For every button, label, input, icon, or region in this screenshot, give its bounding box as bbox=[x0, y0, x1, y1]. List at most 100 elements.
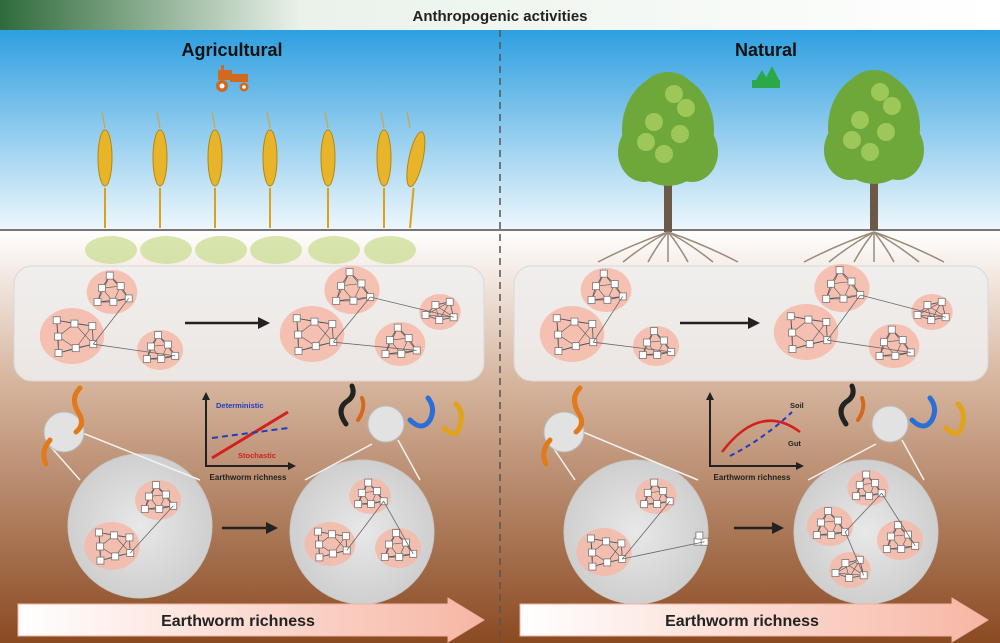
network-node bbox=[886, 532, 895, 541]
network-node bbox=[822, 294, 831, 303]
earthworms bbox=[41, 383, 966, 467]
network-node bbox=[887, 325, 896, 334]
wheat-crops bbox=[85, 111, 426, 264]
network-node bbox=[824, 507, 832, 516]
network-node bbox=[659, 336, 668, 345]
network-node bbox=[650, 327, 658, 336]
network-node bbox=[384, 540, 393, 549]
network-module bbox=[279, 306, 345, 362]
network-node bbox=[610, 280, 619, 288]
network-module bbox=[137, 330, 183, 370]
network-node bbox=[640, 500, 649, 509]
network-node bbox=[314, 527, 322, 536]
network-node bbox=[788, 328, 797, 337]
network-node bbox=[617, 539, 626, 548]
network-node bbox=[380, 553, 389, 561]
network-node bbox=[822, 318, 831, 326]
network-node bbox=[552, 314, 561, 323]
agri-network-arrow bbox=[185, 317, 270, 329]
network-node bbox=[927, 316, 936, 324]
networks bbox=[39, 264, 953, 588]
network-node bbox=[126, 549, 135, 557]
network-node bbox=[592, 282, 600, 291]
network-module bbox=[580, 268, 632, 312]
network-module bbox=[633, 326, 679, 366]
network-node bbox=[386, 336, 394, 345]
wheat-plant bbox=[406, 111, 426, 229]
network-node bbox=[54, 349, 63, 357]
wheat-plant bbox=[250, 111, 302, 264]
network-link bbox=[92, 298, 130, 345]
network-node bbox=[695, 531, 704, 540]
network-node bbox=[839, 294, 848, 303]
wheat-roots bbox=[140, 236, 192, 264]
network-node bbox=[871, 479, 880, 488]
network-node bbox=[827, 279, 835, 288]
network-module bbox=[304, 522, 356, 566]
deterministic-label: Deterministic bbox=[216, 401, 264, 410]
network-node bbox=[880, 338, 888, 347]
network-link bbox=[860, 294, 946, 318]
network-node bbox=[367, 500, 375, 508]
network-module bbox=[576, 528, 632, 576]
network-link bbox=[881, 493, 916, 547]
network-module bbox=[39, 308, 105, 364]
network-node bbox=[292, 314, 301, 323]
agri-small-circle-right bbox=[367, 405, 405, 443]
network-node bbox=[393, 323, 402, 332]
network-node bbox=[315, 540, 324, 549]
network-link bbox=[826, 294, 861, 341]
network-node bbox=[144, 492, 153, 501]
network-node bbox=[653, 351, 662, 359]
network-link bbox=[621, 501, 670, 560]
network-node bbox=[923, 301, 932, 309]
network-module bbox=[868, 324, 920, 368]
network-link bbox=[622, 541, 705, 560]
network-node bbox=[659, 487, 668, 496]
wheat-roots bbox=[308, 236, 360, 264]
network-node bbox=[847, 277, 856, 286]
network-link bbox=[592, 296, 624, 343]
network-node bbox=[653, 500, 661, 508]
network-node bbox=[570, 317, 579, 326]
wheat-roots bbox=[195, 236, 247, 264]
natural-inset-xlabel: Earthworm richness bbox=[714, 473, 791, 482]
network-node bbox=[891, 351, 900, 360]
network-node bbox=[554, 330, 563, 339]
stochastic-label: Stochastic bbox=[238, 451, 276, 460]
wheat-roots bbox=[250, 236, 302, 264]
network-module bbox=[847, 470, 889, 506]
tree-root bbox=[647, 231, 669, 263]
network-link bbox=[383, 501, 414, 555]
wheat-roots bbox=[364, 236, 416, 264]
agri-richness-label: Earthworm richness bbox=[161, 613, 315, 630]
network-node bbox=[812, 531, 821, 539]
natural-title: Natural bbox=[735, 40, 797, 60]
network-link bbox=[827, 339, 911, 353]
header-title: Anthropogenic activities bbox=[412, 8, 587, 25]
network-node bbox=[381, 350, 390, 358]
network-node bbox=[638, 351, 647, 359]
wheat-roots bbox=[85, 236, 137, 264]
network-node bbox=[294, 347, 303, 355]
network-node bbox=[882, 545, 891, 553]
network-node bbox=[109, 297, 118, 306]
network-module bbox=[84, 522, 140, 570]
network-node bbox=[349, 296, 358, 305]
tree-root bbox=[667, 231, 689, 263]
network-module bbox=[773, 304, 839, 360]
network-node bbox=[855, 480, 864, 489]
network-node bbox=[337, 281, 345, 290]
network-node bbox=[310, 317, 319, 326]
network-node bbox=[404, 334, 413, 342]
tree-root bbox=[873, 231, 895, 263]
network-module bbox=[814, 264, 870, 312]
network-node bbox=[71, 344, 80, 353]
network-node bbox=[294, 330, 303, 339]
network-node bbox=[342, 532, 350, 541]
network-node bbox=[96, 556, 105, 565]
network-node bbox=[111, 552, 120, 561]
deterministic-line bbox=[211, 427, 289, 439]
network-link bbox=[333, 341, 417, 351]
